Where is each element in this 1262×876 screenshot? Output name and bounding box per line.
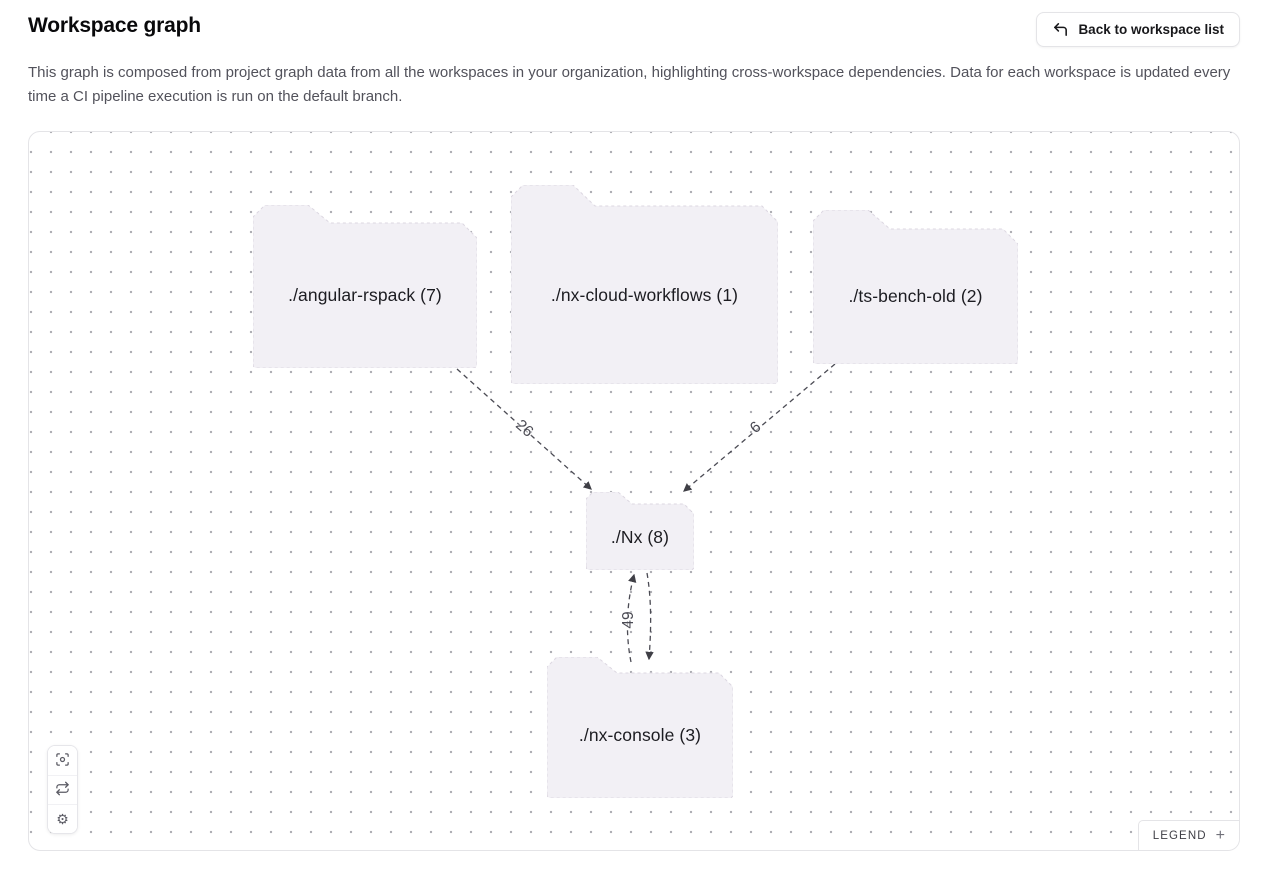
refresh-graph-button[interactable] [48, 775, 77, 804]
workspace-node-label: ./angular-rspack (7) [288, 285, 442, 305]
page-title: Workspace graph [28, 14, 201, 37]
edge-count-label: 49 [620, 611, 637, 629]
gear-icon: ⚙ [56, 810, 69, 827]
fit-view-icon [55, 752, 70, 770]
folder-icon [813, 210, 1018, 364]
workspace-node-nx-cloud-workflows[interactable]: ./nx-cloud-workflows (1) [511, 185, 778, 384]
workspace-node-label: ./nx-console (3) [578, 725, 702, 745]
edge-nx-to-nx-console [645, 572, 654, 661]
folder-icon [511, 185, 778, 384]
undo-arrow-icon [1052, 21, 1069, 38]
graph-controls: ⚙ [47, 745, 78, 834]
workspace-node-ts-bench-old[interactable]: ./ts-bench-old (2) [813, 210, 1018, 364]
workspace-graph-canvas[interactable]: ./angular-rspack (7) ./nx-cloud-workflow… [28, 131, 1240, 851]
back-to-workspace-list-button[interactable]: Back to workspace list [1036, 12, 1240, 47]
fit-view-button[interactable] [48, 746, 77, 775]
legend-label: LEGEND [1152, 829, 1207, 842]
folder-icon [253, 205, 477, 368]
refresh-icon [55, 781, 70, 799]
plus-icon: + [1215, 826, 1225, 844]
folder-icon [586, 492, 694, 570]
workspace-node-nx-console[interactable]: ./nx-console (3) [547, 657, 733, 798]
back-button-label: Back to workspace list [1078, 22, 1224, 37]
workspace-node-label: ./nx-cloud-workflows (1) [550, 284, 739, 305]
edge-count-label: 26 [512, 416, 537, 441]
workspace-node-nx[interactable]: ./Nx (8) [586, 492, 694, 570]
workspace-node-angular-rspack[interactable]: ./angular-rspack (7) [253, 205, 477, 368]
folder-icon [547, 657, 733, 798]
page-header: Workspace graph Back to workspace list [28, 12, 1240, 47]
workspace-graph-page: Workspace graph Back to workspace list T… [28, 12, 1240, 851]
page-description: This graph is composed from project grap… [28, 64, 1231, 105]
edge-count-label: 6 [746, 418, 765, 437]
legend-toggle-button[interactable]: LEGEND + [1137, 820, 1239, 850]
workspace-node-label: ./ts-bench-old (2) [848, 286, 983, 306]
graph-settings-button[interactable]: ⚙ [48, 804, 77, 833]
workspace-node-label: ./Nx (8) [610, 526, 670, 547]
